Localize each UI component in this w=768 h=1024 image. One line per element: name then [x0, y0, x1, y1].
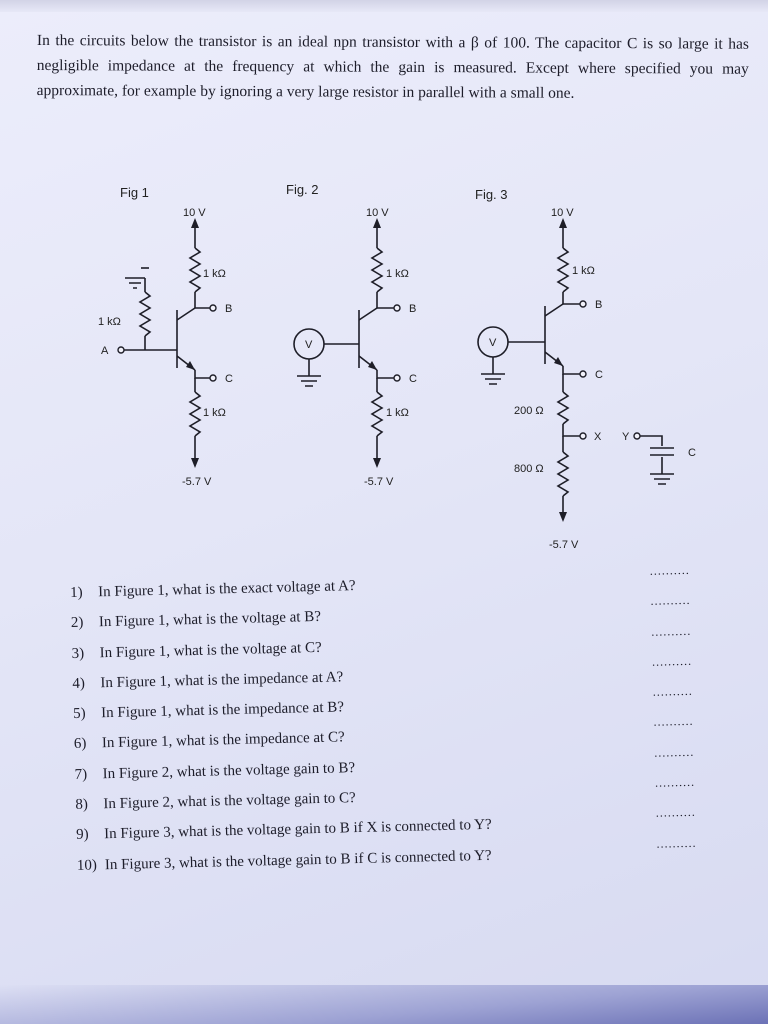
answer-blank: .......... [655, 805, 696, 821]
fig2-r-collector-label: 1 kΩ [386, 268, 409, 280]
page-bottom-shadow [0, 985, 768, 1024]
question-number: 9) [75, 826, 89, 844]
fig1-node-c: C [225, 373, 233, 385]
figure-3: Fig. 3 10 V 1 kΩ B C 200 Ω X 800 Ω -5.7 … [475, 187, 696, 551]
fig3-title: Fig. 3 [475, 187, 508, 202]
fig1-supply-arrow-icon [191, 218, 199, 228]
fig3-node-b: B [595, 299, 602, 311]
answer-blank: .......... [651, 623, 692, 639]
question-list: 1) In Figure 1, what is the exact voltag… [70, 563, 697, 888]
answer-blank: .......... [651, 653, 693, 669]
fig2-supply-top: 10 V [366, 207, 389, 219]
fig1-supply-bottom-arrow-icon [191, 458, 199, 468]
fig1-r-base-label: 1 kΩ [98, 316, 121, 328]
answer-blank: .......... [650, 593, 691, 609]
question-number: 2) [70, 614, 84, 632]
fig3-supply-bottom-arrow-icon [559, 512, 567, 522]
fig2-node-b-terminal [393, 304, 401, 312]
question-number: 4) [72, 675, 86, 692]
fig3-node-x: X [594, 431, 602, 443]
fig3-r-emitter-1-label: 200 Ω [514, 405, 544, 417]
question-number: 8) [75, 796, 89, 814]
fig1-r-collector-label: 1 kΩ [203, 268, 226, 280]
fig3-node-y-terminal [633, 432, 641, 440]
fig1-node-c-terminal [209, 374, 217, 382]
fig2-node-b: B [409, 303, 416, 315]
fig3-cap-ground-icon [650, 473, 674, 485]
fig3-r-emitter-2-label: 800 Ω [514, 463, 544, 475]
fig3-cap-label: C [688, 447, 696, 459]
fig2-emitter-resistor [370, 391, 384, 437]
fig1-node-a-terminal [117, 346, 125, 354]
fig2-collector-resistor [370, 247, 384, 293]
fig2-node-c: C [409, 373, 417, 385]
fig3-source-label: V [489, 337, 497, 349]
answer-blank: .......... [654, 774, 696, 790]
fig3-supply-top: 10 V [551, 207, 574, 219]
fig3-supply-arrow-icon [559, 218, 567, 228]
fig3-supply-bottom: -5.7 V [549, 539, 579, 551]
question-number: 3) [71, 645, 85, 662]
fig3-node-y: Y [622, 431, 630, 443]
fig3-ground-icon [481, 373, 505, 385]
fig1-emitter-arrow-icon [186, 361, 195, 370]
question-number: 5) [72, 705, 86, 723]
fig2-ground-icon [297, 375, 321, 387]
fig3-r-collector-label: 1 kΩ [572, 265, 595, 277]
question-number: 10) [76, 857, 98, 874]
fig1-ground-icon [125, 277, 145, 289]
fig3-collector-resistor [556, 247, 570, 293]
fig2-title: Fig. 2 [286, 182, 319, 197]
intro-paragraph: In the circuits below the transistor is … [36, 31, 749, 102]
figure-1: Fig 1 10 V 1 kΩ B C 1 kΩ -5.7 V 1 kΩ A [98, 185, 233, 488]
fig2-source-label: V [305, 339, 313, 351]
question-number: 6) [73, 736, 87, 753]
fig1-node-b-terminal [209, 304, 217, 312]
fig3-node-b-terminal [579, 300, 587, 308]
fig1-r-emitter-label: 1 kΩ [203, 407, 226, 419]
fig3-node-c-terminal [579, 370, 587, 378]
answer-blank: .......... [649, 562, 690, 578]
answer-blank: .......... [654, 744, 695, 760]
fig1-node-b: B [225, 303, 232, 315]
fig2-node-c-terminal [393, 374, 401, 382]
fig3-emitter-arrow-icon [554, 357, 563, 366]
question-number: 7) [74, 766, 88, 783]
fig1-title: Fig 1 [120, 185, 149, 200]
fig3-node-x-terminal [579, 432, 587, 440]
fig2-supply-bottom-arrow-icon [373, 458, 381, 468]
fig1-node-a: A [101, 345, 109, 357]
fig1-supply-top: 10 V [183, 207, 206, 219]
answer-blank: .......... [652, 684, 693, 699]
fig3-capacitor-icon [650, 447, 674, 456]
fig1-base-resistor [138, 291, 152, 337]
question-number: 1) [70, 584, 83, 601]
fig3-node-c: C [595, 369, 603, 381]
fig2-supply-arrow-icon [373, 218, 381, 228]
fig2-r-emitter-label: 1 kΩ [386, 407, 409, 419]
question-text: In Figure 1, what is the exact voltage a… [97, 578, 356, 601]
answer-blank: .......... [656, 835, 697, 851]
figure-2: Fig. 2 10 V 1 kΩ B C 1 kΩ -5.7 V V [286, 182, 417, 488]
fig2-emitter-arrow-icon [368, 361, 377, 370]
fig1-supply-bottom: -5.7 V [182, 476, 212, 488]
fig2-supply-bottom: -5.7 V [364, 476, 394, 488]
fig3-emitter-resistor-200 [556, 391, 570, 425]
page-top-edge [0, 0, 768, 12]
answer-blank: .......... [653, 714, 694, 730]
fig1-emitter-resistor [188, 391, 202, 437]
fig1-collector-resistor [188, 247, 202, 293]
circuit-diagrams: Fig 1 10 V 1 kΩ B C 1 kΩ -5.7 V 1 kΩ A [98, 182, 696, 551]
fig3-emitter-resistor-800 [556, 451, 570, 497]
